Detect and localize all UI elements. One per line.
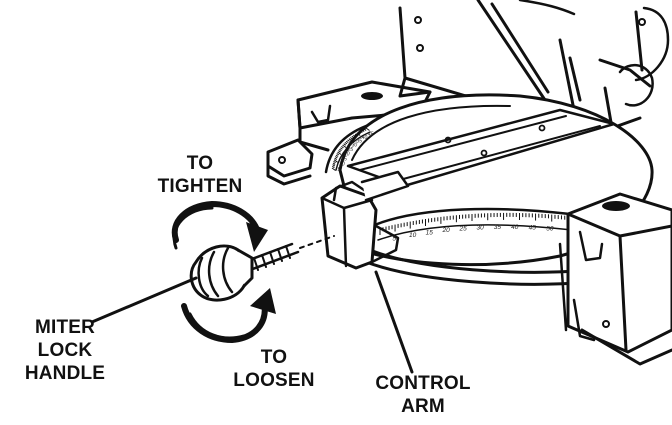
upper-scale-tick [339,148,342,152]
miter-lock-handle-line-2: LOCK [37,340,93,361]
upper-scale-number: 35 [356,139,362,145]
upper-scale-tick [331,167,336,171]
to-tighten-line-2: TIGHTEN [157,176,243,197]
to-tighten-label: TO TIGHTEN [140,152,260,198]
front-scale-number: 20 [442,227,451,234]
upper-scale-tick [342,144,347,148]
upper-scale-number: 30 [352,143,358,149]
upper-scale-tick [345,140,349,144]
to-loosen-line-2: LOOSEN [233,370,315,391]
front-scale-number: 40 [511,224,519,231]
upper-scale-tick [358,131,361,134]
upper-scale-tick [359,130,363,133]
upper-scale-tick [332,162,336,165]
upper-scale-tick [361,129,365,132]
miter-lock-handle-label: MITER LOCK HANDLE [20,316,110,385]
front-scale-number: 35 [494,224,502,231]
to-loosen-line-1: TO [260,347,288,368]
upper-scale-tick [333,160,336,164]
miter-lock-handle-line-3: HANDLE [24,363,106,384]
upper-scale-tick [336,153,340,156]
control-arm-line-2: ARM [401,396,445,417]
upper-scale-ticks [331,127,370,171]
front-scale-number: 15 [426,229,434,236]
upper-scale-number: 15 [341,156,347,162]
upper-scale-tick [338,150,341,153]
front-scale-number: 45 [529,224,537,231]
to-loosen-label: TO LOOSEN [224,346,324,392]
upper-scale-tick [363,128,367,131]
upper-scale-number: 25 [347,147,354,153]
upper-scale-tick [348,138,353,142]
upper-scale-tick [356,132,361,136]
upper-scale-tick [335,154,339,157]
upper-scale-tick [354,133,358,136]
upper-scale-tick [333,159,338,163]
front-scale-ticks [379,212,569,235]
upper-scale-tick [344,141,348,145]
right-base-wing [558,192,672,366]
upper-scale-tick [347,139,350,142]
upper-scale-tick [334,157,338,160]
miter-lock-handle [90,235,335,324]
front-scale-number: 50 [546,225,554,232]
left-base-wing [266,80,432,186]
upper-scale-tick [334,156,338,159]
control-arm-line-1: CONTROL [375,373,471,394]
upper-scale-tick [337,151,342,155]
upper-scale-number: 45 [368,132,374,138]
upper-scale-number: 5 [338,167,341,173]
miter-lock-handle-line-1: MITER [34,317,96,338]
upper-scale-number: 20 [343,152,350,158]
to-tighten-line-1: TO [186,153,214,174]
upper-scale-number: 10 [339,162,345,168]
tighten-arrow [171,201,268,252]
upper-scale-tick [340,147,343,150]
upper-scale-tick [343,143,347,146]
control-arm-leader [374,270,414,374]
front-scale-number: 25 [458,226,467,233]
upper-scale-tick [351,135,355,139]
front-scale-number: 10 [409,232,417,239]
front-scale-numbers: 5 10 15 20 25 30 35 40 45 50 [392,224,553,242]
front-scale-number: 5 [392,235,396,242]
upper-scale-tick [365,127,370,131]
loosen-arrow [181,288,276,343]
upper-scale-tick [341,145,344,149]
front-scale-number: 30 [477,225,485,232]
upper-scale-tick [332,164,336,167]
upper-scale-tick [350,137,353,140]
upper-scale-number: 40 [362,135,368,141]
upper-scale-tick [353,134,356,138]
upper-scale-tick [332,165,335,169]
control-arm-label: CONTROL ARM [358,372,488,418]
control-arm [320,170,410,270]
